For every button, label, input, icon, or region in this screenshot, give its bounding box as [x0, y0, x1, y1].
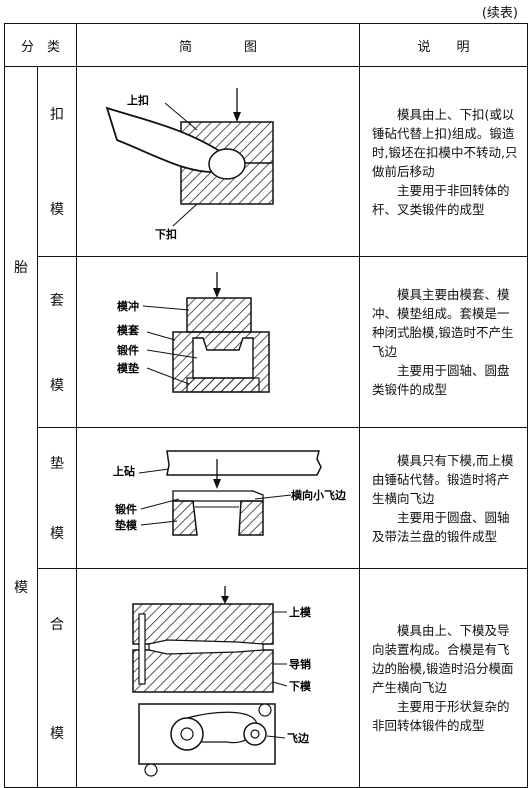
category-cell: 胎 模 — [4, 66, 38, 788]
diagram-cell: 模冲 模套 锻件 模垫 — [76, 256, 361, 428]
diagram-cell: 上扣 下扣 — [76, 66, 361, 257]
table-row: 垫 模 上砧 — [5, 427, 528, 569]
die-type-table: 分 类 简 图 说 明 胎 模 扣 模 — [3, 23, 528, 788]
category-char-1: 胎 — [14, 260, 28, 276]
label-upper-swage: 上扣 — [127, 93, 149, 107]
description-usage: 主要用于非回转体的杆、叉类锻件的成型 — [372, 182, 510, 217]
label-upper-anvil: 上砧 — [113, 464, 135, 478]
subtype-char-1: 垫 — [50, 456, 64, 472]
diagram-cell: 上砧 锻件 垫模 横向小飞边 — [76, 427, 361, 569]
description-cell: 模具由上、下扣(或以锤砧代替上扣)组成。锻造时,锻坯在扣模中不转动,只做前后移动… — [359, 66, 528, 257]
sleeve-die-diagram: 模冲 模套 锻件 模垫 — [117, 271, 270, 393]
category-char-2: 模 — [14, 580, 28, 596]
label-lower-die: 下模 — [289, 679, 312, 693]
subtype-cell: 垫 模 — [36, 427, 78, 569]
header-row: 分 类 简 图 说 明 — [3, 23, 528, 67]
table-row: 胎 模 扣 模 — [4, 66, 528, 788]
label-flash: 横向小飞边 — [291, 488, 347, 502]
description-cell: 模具只有下模,而上模由锤砧代替。锻造时将产生横向飞边 主要用于圆盘、圆轴及带法兰… — [359, 427, 528, 569]
subtype-char-2: 模 — [50, 377, 64, 394]
subtype-cell: 合 模 — [36, 568, 78, 788]
description-usage: 主要用于圆轴、圆盘类锻件的成型 — [372, 363, 510, 397]
description-cell: 模具由上、下模及导向装置构成。合模是有飞边的胎模,锻造时沿分模面产生横向飞边 主… — [359, 568, 528, 788]
label-lower-swage: 下扣 — [155, 227, 177, 241]
header-diagram: 简 图 — [76, 23, 361, 67]
description-usage: 主要用于圆盘、圆轴及带法兰盘的锻件成型 — [372, 509, 510, 544]
subtype-cell: 扣 模 — [36, 66, 78, 257]
description-main: 模具主要由模套、模冲、模垫组成。套模是一种闭式胎模,锻造时不产生飞边 — [372, 287, 514, 359]
label-forging: 锻件 — [115, 502, 137, 516]
subtype-char-2: 模 — [50, 725, 64, 742]
label-pad-die: 垫模 — [115, 518, 138, 532]
label-sleeve: 模套 — [117, 323, 140, 337]
label-guide-pin: 导销 — [289, 657, 311, 671]
subtype-cell: 套 模 — [36, 256, 78, 428]
description-main: 模具只有下模,而上模由锤砧代替。锻造时将产生横向飞边 — [372, 452, 514, 506]
header-description: 说 明 — [359, 23, 528, 67]
label-punch: 模冲 — [117, 299, 139, 313]
description-usage: 主要用于形状复杂的非回转体锻件的成型 — [372, 699, 510, 733]
label-upper-die: 上模 — [289, 605, 312, 619]
diagram-cell: 上模 导销 下模 飞边 — [76, 568, 361, 788]
description-cell: 模具主要由模套、模冲、模垫组成。套模是一种闭式胎模,锻造时不产生飞边 主要用于圆… — [359, 256, 528, 428]
label-flash: 飞边 — [287, 731, 310, 745]
header-category: 分 类 — [3, 23, 78, 67]
table-row: 套 模 模冲 模套 — [5, 256, 528, 428]
table-row: 合 模 — [5, 568, 528, 788]
subtype-char-2: 模 — [50, 201, 64, 218]
continued-label: (续表) — [481, 6, 518, 21]
closed-die-diagram: 上模 导销 下模 飞边 — [132, 585, 312, 777]
subtype-char-1: 扣 — [50, 107, 64, 124]
description-main: 模具由上、下扣(或以锤砧代替上扣)组成。锻造时,锻坯在扣模中不转动,只做前后移动 — [372, 106, 518, 179]
description-main: 模具由上、下模及导向装置构成。合模是有飞边的胎模,锻造时沿分模面产生横向飞边 — [372, 623, 514, 695]
subtype-char-2: 模 — [50, 526, 64, 542]
subtype-char-1: 合 — [50, 616, 64, 633]
label-forging: 锻件 — [117, 343, 139, 357]
subtype-char-1: 套 — [50, 292, 64, 309]
swage-die-diagram: 上扣 下扣 — [105, 87, 274, 241]
pad-die-diagram: 上砧 锻件 垫模 横向小飞边 — [113, 449, 347, 536]
label-pad: 模垫 — [117, 361, 139, 375]
